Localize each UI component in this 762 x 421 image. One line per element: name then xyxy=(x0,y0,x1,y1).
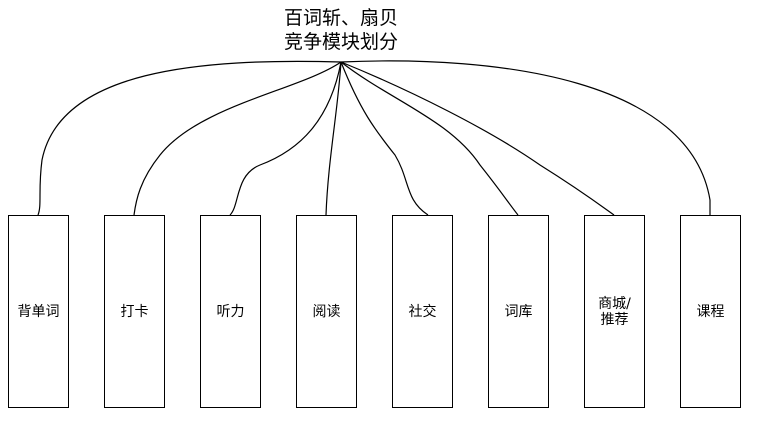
title-line-1: 百词斩、扇贝 xyxy=(284,7,398,29)
module-label: 听力 xyxy=(217,304,245,320)
module-node-reading: 阅读 xyxy=(296,215,357,408)
connector-line-store xyxy=(340,61,615,216)
connector-line-social xyxy=(340,61,429,216)
module-box xyxy=(296,215,357,408)
connector-line-wordbank xyxy=(340,61,519,216)
module-box xyxy=(584,215,645,408)
module-box xyxy=(392,215,453,408)
module-label: 课程 xyxy=(697,304,725,320)
module-box xyxy=(104,215,165,408)
module-label: 打卡 xyxy=(121,303,149,320)
diagram-title: 百词斩、扇贝 竞争模块划分 xyxy=(284,7,398,53)
module-label: 词库 xyxy=(505,304,533,320)
module-node-store: 商城/推荐 xyxy=(584,215,645,408)
connector-line-courses xyxy=(340,60,711,215)
title-line-2: 竞争模块划分 xyxy=(284,31,398,53)
connector-line-reading xyxy=(325,61,342,216)
module-label: 推荐 xyxy=(601,312,629,328)
module-label: 阅读 xyxy=(313,303,341,320)
module-nodes: 背单词 打卡 听力 阅读 社交 词库 商城/推荐 课程 xyxy=(8,215,741,408)
module-box xyxy=(8,215,69,408)
module-box xyxy=(488,215,549,408)
module-node-vocab: 背单词 xyxy=(8,215,69,408)
module-box xyxy=(680,215,741,408)
connector-line-checkin xyxy=(133,61,342,216)
module-box xyxy=(200,215,261,408)
module-label: 背单词 xyxy=(18,304,60,320)
module-node-social: 社交 xyxy=(392,215,453,408)
connector-lines xyxy=(37,60,711,216)
module-node-checkin: 打卡 xyxy=(104,215,165,408)
connector-line-listening xyxy=(229,61,342,216)
connector-line-vocab xyxy=(37,60,342,216)
module-node-wordbank: 词库 xyxy=(488,215,549,408)
module-node-courses: 课程 xyxy=(680,215,741,408)
module-node-listening: 听力 xyxy=(200,215,261,408)
module-label: 社交 xyxy=(409,303,437,320)
module-label: 商城/ xyxy=(598,296,631,312)
